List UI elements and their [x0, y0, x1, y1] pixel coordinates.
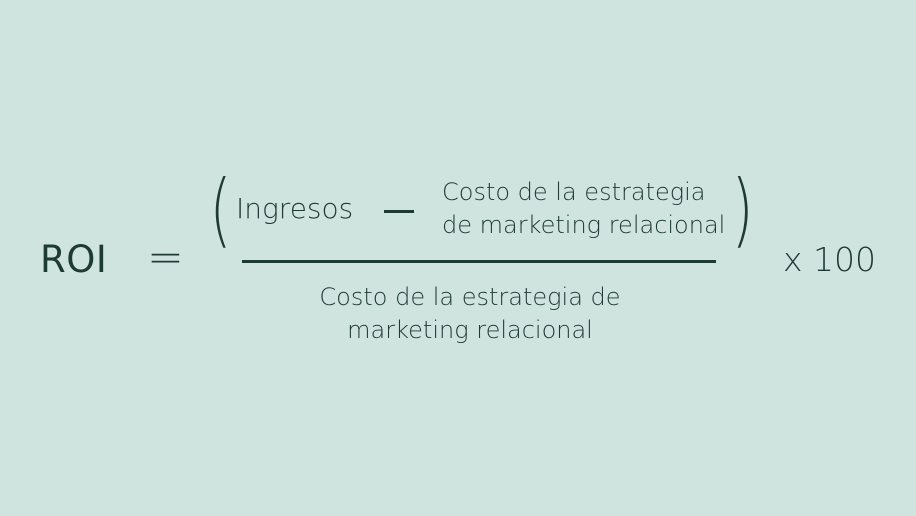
- left-parenthesis: (: [209, 163, 232, 256]
- multiplier: x 100: [783, 240, 877, 279]
- denominator-line2: marketing relacional: [347, 316, 593, 344]
- numerator-cost-line2: de marketing relacional: [442, 211, 726, 239]
- numerator-cost-line1: Costo de la estrategia: [442, 178, 706, 206]
- fraction-bar: [242, 260, 716, 263]
- roi-label: ROI: [40, 238, 108, 281]
- minus-sign: [384, 210, 414, 213]
- numerator-cost: Costo de la estrategia de marketing rela…: [442, 176, 725, 242]
- right-parenthesis: ): [731, 163, 754, 256]
- denominator-cost: Costo de la estrategia de marketing rela…: [310, 281, 630, 347]
- equals-sign: =: [147, 232, 184, 283]
- denominator-line1: Costo de la estrategia de: [319, 283, 621, 311]
- numerator-revenue: Ingresos: [236, 192, 354, 225]
